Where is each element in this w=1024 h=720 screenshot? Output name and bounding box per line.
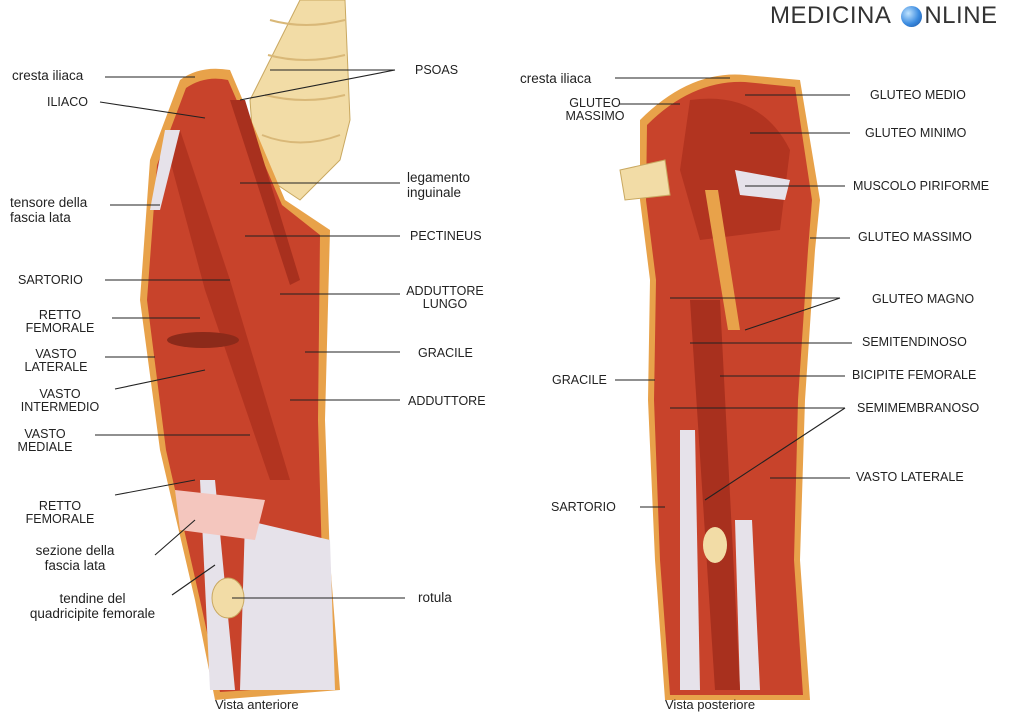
piriformis-tendon <box>735 170 790 200</box>
label-vasto-laterale-anterior: VASTO LATERALE <box>24 347 88 374</box>
caption-posterior-view: Vista posteriore <box>665 697 756 712</box>
label-tensore-fascia-lata: tensore della fascia lata <box>10 195 88 225</box>
knee-tendons <box>240 520 335 690</box>
label-gluteo-minimo: GLUTEO MINIMO <box>865 126 967 140</box>
label-sartorio-posterior: SARTORIO <box>551 500 616 514</box>
label-rotula: rotula <box>418 590 452 605</box>
brand-text-1: MEDICINA <box>770 2 892 29</box>
label-vasto-laterale-posterior: VASTO LATERALE <box>856 470 964 484</box>
globe-icon <box>901 5 923 27</box>
label-bicipite-femorale: BICIPITE FEMORALE <box>852 368 977 382</box>
label-gluteo-massimo-1: GLUTEO MASSIMO <box>565 96 625 123</box>
label-psoas: PSOAS <box>415 63 459 77</box>
label-gluteo-magno: GLUTEO MAGNO <box>872 292 975 306</box>
label-vasto-intermedio: VASTO INTERMEDIO <box>20 387 100 414</box>
brand-text-2: NLINE <box>924 2 998 29</box>
label-adduttore-lungo: ADDUTTORE LUNGO <box>406 284 484 311</box>
label-sartorio-anterior: SARTORIO <box>18 273 83 287</box>
label-gluteo-medio: GLUTEO MEDIO <box>870 88 966 102</box>
anterior-thigh <box>140 0 351 700</box>
label-sezione-fascia-lata: sezione della fascia lata <box>35 543 115 573</box>
fascia-section <box>175 490 265 540</box>
label-vasto-mediale: VASTO MEDIALE <box>17 427 73 454</box>
label-cresta-iliaca-posterior: cresta iliaca <box>520 71 592 86</box>
label-gracile-posterior: GRACILE <box>552 373 607 387</box>
label-muscolo-piriforme: MUSCOLO PIRIFORME <box>853 179 990 193</box>
posterior-thigh <box>619 74 820 700</box>
label-iliaco: ILIACO <box>47 95 88 109</box>
label-retto-femorale-2: RETTO FEMORALE <box>25 499 95 526</box>
label-gracile-anterior: GRACILE <box>418 346 473 360</box>
sartorius-muscle <box>170 130 290 480</box>
label-legamento-inguinale: legamento inguinale <box>407 170 471 200</box>
label-pectineus: PECTINEUS <box>410 229 482 243</box>
pelvis-bone <box>619 159 671 201</box>
label-semitendinoso: SEMITENDINOSO <box>862 335 967 349</box>
brand-logo: MEDICINA NLINE <box>770 2 998 30</box>
muscle-section <box>167 332 239 348</box>
label-tendine-quadricipite: tendine del quadricipite femorale <box>29 591 156 621</box>
label-adduttore: ADDUTTORE <box>408 394 486 408</box>
leader-lines <box>95 69 852 599</box>
label-semimembranoso: SEMIMEMBRANOSO <box>857 401 980 415</box>
caption-anterior-view: Vista anteriore <box>215 697 299 712</box>
label-retto-femorale-1: RETTO FEMORALE <box>25 308 95 335</box>
label-gluteo-massimo-2: GLUTEO MASSIMO <box>858 230 972 244</box>
label-cresta-iliaca-anterior: cresta iliaca <box>12 68 84 83</box>
psoas-muscle <box>230 100 300 285</box>
